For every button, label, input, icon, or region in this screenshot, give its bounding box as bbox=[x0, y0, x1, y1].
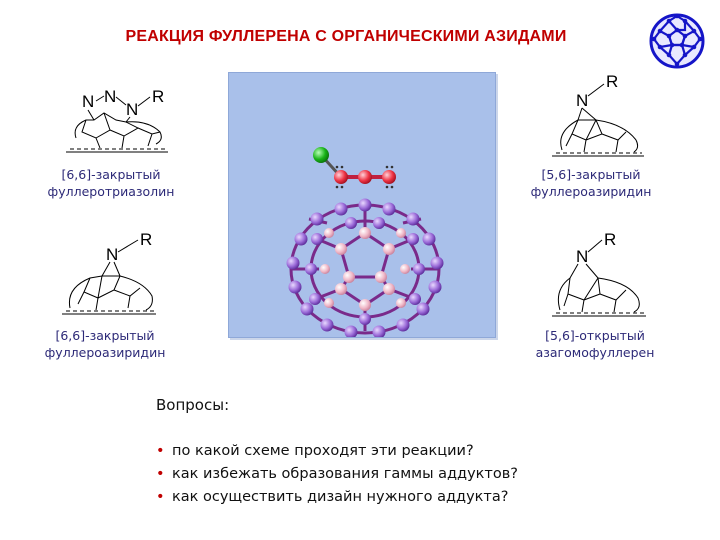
question-item: • как осуществить дизайн нужного аддукта? bbox=[156, 486, 518, 509]
caption-bottom-right-line2: азагомофуллерен bbox=[535, 345, 655, 360]
question-item: • как избежать образования гаммы аддуктов… bbox=[156, 463, 518, 486]
atom-n: N bbox=[106, 245, 118, 264]
caption-top-left-line1: [6,6]-закрытый bbox=[61, 167, 161, 182]
caption-bottom-right-line1: [5,6]-открытый bbox=[545, 328, 645, 343]
questions-list: • по какой схеме проходят эти реакции? • к… bbox=[156, 440, 518, 509]
atom-r: R bbox=[140, 230, 152, 249]
question-text-1: по какой схеме проходят эти реакции? bbox=[172, 443, 474, 459]
atom-n3: N bbox=[126, 100, 138, 119]
questions-heading: Вопросы: bbox=[156, 396, 230, 414]
question-item: • по какой схеме проходят эти реакции? bbox=[156, 440, 518, 463]
question-text-2: как избежать образования гаммы аддуктов? bbox=[172, 466, 518, 482]
caption-top-right-line2: фуллероазиридин bbox=[530, 184, 652, 199]
structure-aziridine-56-closed: N R bbox=[548, 68, 658, 160]
caption-bottom-left: [6,6]-закрытый фуллероазиридин bbox=[30, 327, 180, 361]
atom-r: R bbox=[604, 230, 616, 249]
caption-top-right: [5,6]-закрытый фуллероазиридин bbox=[516, 166, 666, 200]
caption-bottom-left-line2: фуллероазиридин bbox=[44, 345, 166, 360]
caption-bottom-left-line1: [6,6]-закрытый bbox=[55, 328, 155, 343]
bullet-icon: • bbox=[156, 466, 165, 482]
slide-title-text: РЕАКЦИЯ ФУЛЛЕРЕНА С ОРГАНИЧЕСКИМИ АЗИДАМ… bbox=[125, 28, 567, 45]
slide-title: РЕАКЦИЯ ФУЛЛЕРЕНА С ОРГАНИЧЕСКИМИ АЗИДАМ… bbox=[0, 28, 720, 46]
atom-n2: N bbox=[104, 87, 116, 106]
atom-n: N bbox=[576, 91, 588, 110]
structure-aziridine-66-closed: N R bbox=[56, 228, 166, 318]
atom-r: R bbox=[606, 72, 618, 91]
chlorine-atom bbox=[313, 147, 329, 163]
nitrogen-atom-2 bbox=[358, 170, 372, 184]
atom-r: R bbox=[152, 87, 164, 106]
bullet-icon: • bbox=[156, 489, 165, 505]
caption-top-left-line2: фуллеротриазолин bbox=[47, 184, 175, 199]
caption-top-right-line1: [5,6]-закрытый bbox=[541, 167, 641, 182]
fullerene-logo-icon bbox=[648, 12, 706, 70]
nitrogen-atom-3 bbox=[382, 170, 396, 184]
bullet-icon: • bbox=[156, 443, 165, 459]
fullerene-cage bbox=[286, 198, 444, 337]
molecular-model-panel bbox=[228, 72, 496, 338]
nitrogen-atom-1 bbox=[334, 170, 348, 184]
atom-n1: N bbox=[82, 92, 94, 111]
question-text-3: как осуществить дизайн нужного аддукта? bbox=[172, 489, 509, 505]
caption-bottom-right: [5,6]-открытый азагомофуллерен bbox=[520, 327, 670, 361]
structure-triazoline: N N N R bbox=[56, 80, 186, 160]
caption-top-left: [6,6]-закрытый фуллеротриазолин bbox=[36, 166, 186, 200]
structure-azahomofullerene: N R bbox=[548, 226, 658, 320]
atom-n: N bbox=[576, 247, 588, 266]
fullerene-azide-model bbox=[286, 147, 444, 337]
azide-molecule bbox=[313, 147, 396, 189]
